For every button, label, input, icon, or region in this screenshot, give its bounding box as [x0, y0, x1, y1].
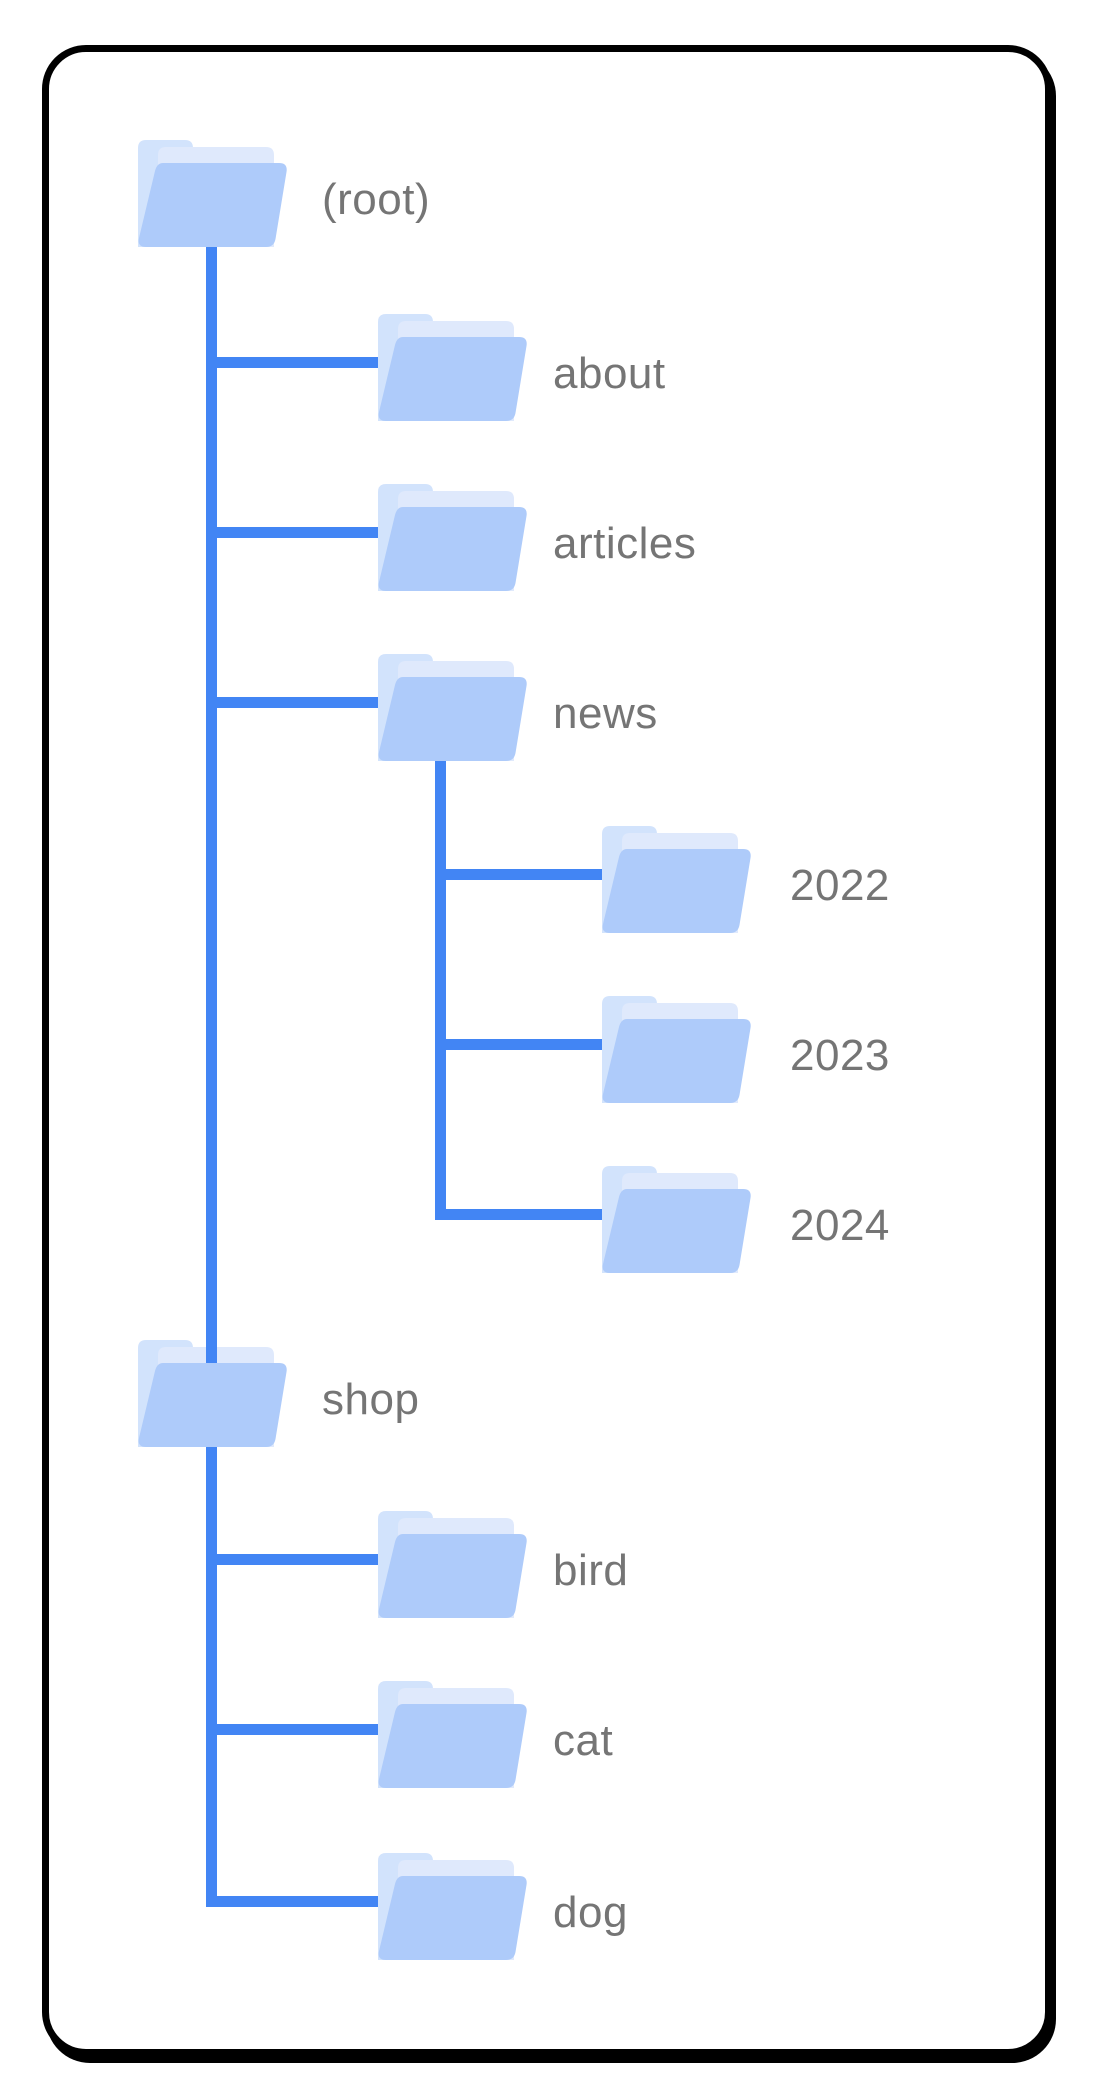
folder-icon-2022 — [602, 818, 754, 933]
open-folder-icon-front — [378, 337, 527, 421]
folder-icon-news — [378, 646, 530, 761]
tree-connector-trunk-main — [206, 245, 217, 1907]
tree-connector-trunk-news — [435, 759, 446, 1220]
tree-connector-branch-news — [206, 697, 378, 708]
folder-icon-dog — [378, 1845, 530, 1960]
folder-label-about: about — [553, 349, 666, 398]
folder-label-news: news — [553, 689, 658, 738]
folder-label-articles: articles — [553, 519, 697, 568]
open-folder-icon-front — [378, 1876, 527, 1960]
open-folder-icon-front — [602, 1189, 751, 1273]
folder-icon-about — [378, 306, 530, 421]
folder-icon-bird — [378, 1503, 530, 1618]
folder-label-bird: bird — [553, 1546, 629, 1595]
tree-connector-branch-2023 — [435, 1039, 602, 1050]
tree-connector-branch-dog — [206, 1896, 378, 1907]
open-folder-icon-front — [138, 163, 287, 247]
folder-icon-root — [138, 132, 290, 247]
open-folder-icon-front — [378, 1704, 527, 1788]
folder-label-shop: shop — [322, 1375, 420, 1424]
tree-connector-branch-cat — [206, 1724, 378, 1735]
open-folder-icon-front — [378, 507, 527, 591]
folder-icon-2023 — [602, 988, 754, 1103]
folder-label-root: (root) — [322, 175, 431, 224]
tree-connector-branch-articles — [206, 527, 378, 538]
folder-label-2022: 2022 — [790, 861, 890, 910]
folder-icon-shop — [138, 1332, 290, 1447]
tree-connector-branch-bird — [206, 1554, 378, 1565]
folder-icon-articles — [378, 476, 530, 591]
folder-label-2023: 2023 — [790, 1031, 890, 1080]
folder-icon-cat — [378, 1673, 530, 1788]
open-folder-icon-front — [378, 677, 527, 761]
folder-icon-2024 — [602, 1158, 754, 1273]
tree-connector-branch-about — [206, 357, 378, 368]
folder-label-dog: dog — [553, 1888, 628, 1937]
tree-connector-branch-2024 — [435, 1209, 602, 1220]
open-folder-icon-front — [378, 1534, 527, 1618]
open-folder-icon-front — [138, 1363, 287, 1447]
open-folder-icon-front — [602, 849, 751, 933]
tree-connector-branch-2022 — [435, 869, 602, 880]
folder-label-2024: 2024 — [790, 1201, 890, 1250]
folder-label-cat: cat — [553, 1716, 614, 1765]
open-folder-icon-front — [602, 1019, 751, 1103]
